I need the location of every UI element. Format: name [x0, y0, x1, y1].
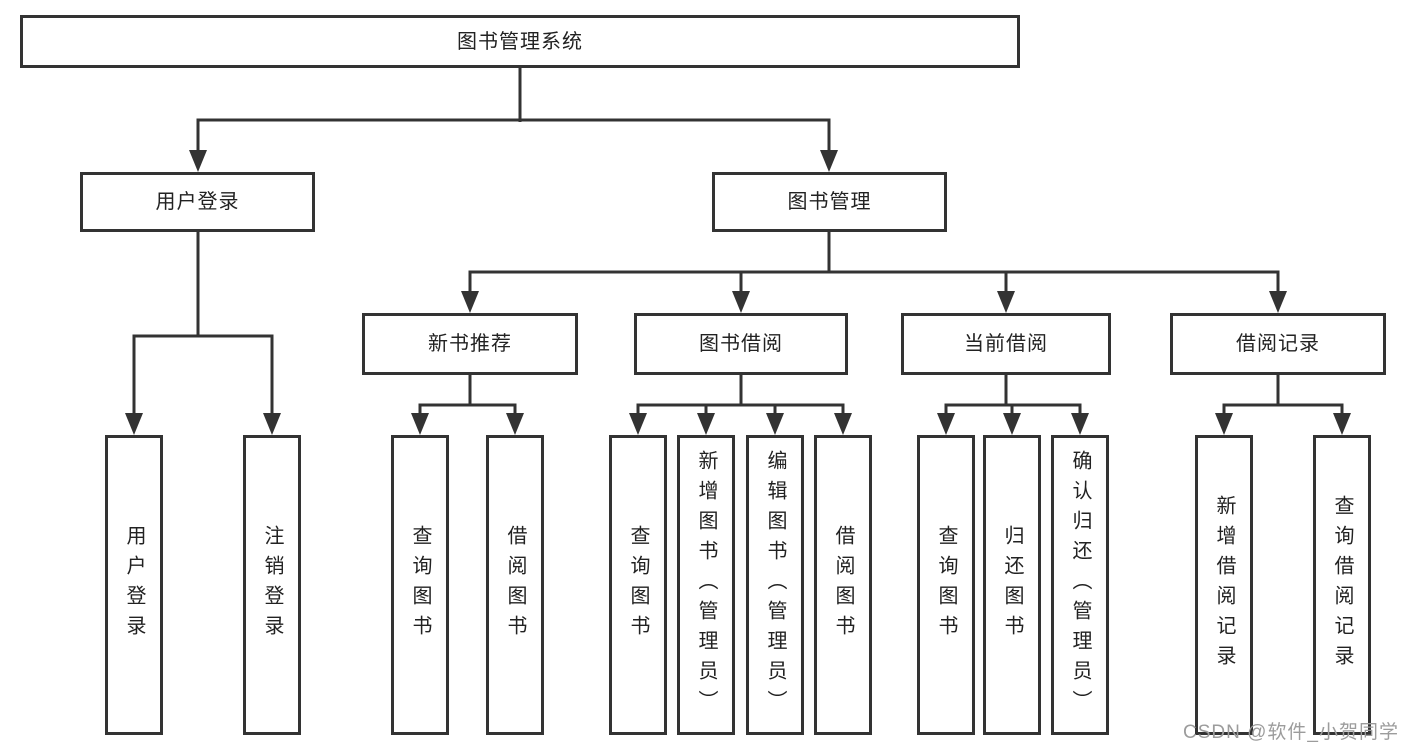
leaf-borrow-books: 借阅图书 [814, 435, 872, 735]
node-book-management-label: 图书管理 [787, 191, 872, 213]
leaf-logout: 注销登录 [243, 435, 301, 735]
node-book-management: 图书管理 [712, 172, 947, 232]
node-book-borrow-label: 图书借阅 [699, 333, 783, 355]
leaf-add-books-admin-label: 新增图书（管理员） [695, 450, 717, 720]
leaf-query-borrow-record: 查询借阅记录 [1313, 435, 1371, 735]
leaf-query-books-current: 查询图书 [917, 435, 975, 735]
node-borrow-records: 借阅记录 [1170, 313, 1386, 375]
node-user-login-label: 用户登录 [155, 191, 240, 213]
leaf-edit-books-admin-label: 编辑图书（管理员） [764, 450, 786, 720]
leaf-confirm-return-admin: 确认归还（管理员） [1051, 435, 1109, 735]
leaf-add-borrow-record-label: 新增借阅记录 [1213, 495, 1235, 675]
leaf-query-borrow-record-label: 查询借阅记录 [1331, 495, 1353, 675]
leaf-edit-books-admin: 编辑图书（管理员） [746, 435, 804, 735]
node-current-borrow-label: 当前借阅 [964, 333, 1048, 355]
node-new-book-recommend: 新书推荐 [362, 313, 578, 375]
leaf-query-books-borrow-label: 查询图书 [627, 525, 649, 645]
leaf-borrow-books-recommend: 借阅图书 [486, 435, 544, 735]
node-user-login: 用户登录 [80, 172, 315, 232]
leaf-add-books-admin: 新增图书（管理员） [677, 435, 735, 735]
leaf-logout-label: 注销登录 [261, 525, 283, 645]
leaf-user-login-label: 用户登录 [123, 525, 145, 645]
leaf-borrow-books-label: 借阅图书 [832, 525, 854, 645]
leaf-borrow-books-recommend-label: 借阅图书 [504, 525, 526, 645]
node-borrow-records-label: 借阅记录 [1236, 333, 1320, 355]
leaf-query-books-recommend-label: 查询图书 [409, 525, 431, 645]
leaf-add-borrow-record: 新增借阅记录 [1195, 435, 1253, 735]
csdn-watermark: CSDN @软件_小贺同学 [1183, 722, 1399, 743]
leaf-return-books: 归还图书 [983, 435, 1041, 735]
node-root: 图书管理系统 [20, 15, 1020, 68]
leaf-query-books-recommend: 查询图书 [391, 435, 449, 735]
leaf-query-books-borrow: 查询图书 [609, 435, 667, 735]
leaf-return-books-label: 归还图书 [1001, 525, 1023, 645]
leaf-confirm-return-admin-label: 确认归还（管理员） [1069, 450, 1091, 720]
node-current-borrow: 当前借阅 [901, 313, 1111, 375]
node-book-borrow: 图书借阅 [634, 313, 848, 375]
leaf-user-login: 用户登录 [105, 435, 163, 735]
node-new-book-recommend-label: 新书推荐 [428, 333, 512, 355]
leaf-query-books-current-label: 查询图书 [935, 525, 957, 645]
node-root-label: 图书管理系统 [457, 30, 583, 53]
